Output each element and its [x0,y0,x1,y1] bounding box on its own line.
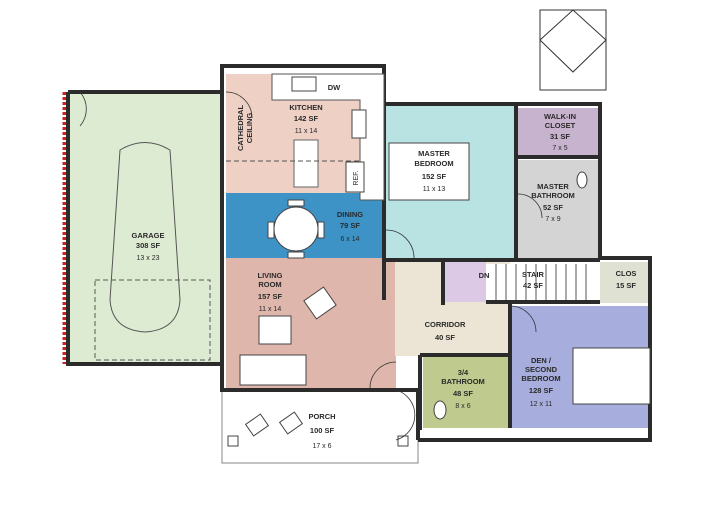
bathroom-34-label: 3/4 BATHROOM 48 SF 8 x 6 [441,368,485,410]
master-bed [388,142,470,201]
kitchen-stove [351,109,367,139]
rooms-master-bathroom-name2-text: BATHROOM [531,191,575,200]
rooms-stair-dn-text: DN [479,271,490,280]
rooms-den-name1-text: DEN / [531,356,552,365]
rooms-den-name2-text: SECOND [525,365,558,374]
ceiling-label: CEILING [245,113,254,144]
rooms-living-area-text: 157 SF [258,292,283,301]
refrigerator [345,161,365,193]
rooms-garage-area-text: 308 SF [136,241,161,250]
rooms-kitchen-name-text: KITCHEN [289,103,322,112]
dining-table [273,206,319,252]
kitchen-label: KITCHEN 142 SF 11 x 14 [289,103,322,135]
living-label: LIVING ROOM 157 SF 11 x 14 [257,271,282,313]
rooms-kitchen-dims-text: 11 x 14 [295,128,318,135]
room-stair[interactable] [486,264,598,300]
rooms-master-bathroom-dims-text: 7 x 9 [545,216,560,223]
rooms-corridor-name-text: CORRIDOR [425,320,466,329]
rooms-master-bedroom-name1-text: MASTER [418,149,450,158]
rooms-stair-name-text: STAIR [522,270,545,279]
stair-label: DN STAIR 42 SF [479,270,545,290]
rooms-walkin-closet-name1-text: WALK-IN [544,112,576,121]
rooms-walkin-closet-name2-text: CLOSET [545,121,576,130]
toilet [576,171,588,189]
porch-label: PORCH 100 SF 17 x 6 [308,412,335,450]
rooms-clos-area-text: 15 SF [616,281,636,290]
armchair [303,286,337,320]
stair-down-area[interactable] [443,262,486,302]
toilet [433,400,447,420]
rooms-kitchen-area-text: 142 SF [294,114,319,123]
stair-treads [495,264,587,300]
exterior-structure [539,9,607,91]
doors [79,91,543,441]
walkin-closet-label: WALK-IN CLOSET 31 SF 7 x 5 [544,112,576,152]
rooms-den-area-text: 128 SF [529,386,554,395]
rooms-porch-name-text: PORCH [308,412,335,421]
rooms-bathroom-34-name1-text: 3/4 [458,368,469,377]
master-bathroom-label: MASTER BATHROOM 52 SF 7 x 9 [531,182,575,223]
rooms-corridor-area-text: 40 SF [435,333,455,342]
rooms-walkin-closet-area-text: 31 SF [550,132,570,141]
rooms-master-bedroom-name2-text: BEDROOM [414,159,453,168]
refrigerator-label: REF. [353,170,360,185]
rooms-garage-name-text: GARAGE [132,231,165,240]
den-bed [572,347,651,405]
cathedral-label: CATHEDRAL [236,105,245,152]
rooms-bathroom-34-dims-text: 8 x 6 [455,403,470,410]
room-garage[interactable] [68,92,222,364]
sofa [239,354,307,386]
rooms-living-dims-text: 11 x 14 [259,306,282,313]
rooms-dining-name-text: DINING [337,210,363,219]
rooms-porch-dims-text: 17 x 6 [312,443,331,450]
rooms-bathroom-34-name2-text: BATHROOM [441,377,485,386]
rooms-stair-area-text: 42 SF [523,281,543,290]
rooms-master-bedroom-area-text: 152 SF [422,172,447,181]
rooms-living-name1-text: LIVING [257,271,282,280]
clos-label: CLOS 15 SF [616,269,637,290]
rooms-clos-name-text: CLOS [616,269,637,278]
room-walkin-closet[interactable] [518,108,600,156]
room-clos[interactable] [600,262,650,303]
dining-label: DINING 79 SF 6 x 14 [337,210,363,243]
rooms-master-bedroom-dims-text: 11 x 13 [423,186,446,193]
rooms-porch-area-text: 100 SF [310,426,335,435]
car-outline [109,142,181,333]
ottoman [258,315,292,345]
rooms-living-name2-text: ROOM [258,280,281,289]
rooms-walkin-closet-dims-text: 7 x 5 [552,145,567,152]
rooms-garage-dims-text: 13 x 23 [137,255,160,262]
rooms-dining-area-text: 79 SF [340,221,360,230]
rooms-bathroom-34-area-text: 48 SF [453,389,473,398]
corridor-label: CORRIDOR 40 SF [425,320,466,342]
rooms-master-bathroom-area-text: 52 SF [543,203,563,212]
rooms-den-dims-text: 12 x 11 [530,401,553,408]
master-bedroom-label: MASTER BEDROOM 152 SF 11 x 13 [414,149,453,193]
kitchen-island [293,139,319,188]
dishwasher-label: DW [328,83,341,92]
kitchen-sink [291,76,317,92]
rooms-dining-dims-text: 6 x 14 [340,236,359,243]
rooms-master-bathroom-name1-text: MASTER [537,182,569,191]
den-label: DEN / SECOND BEDROOM 128 SF 12 x 11 [521,356,560,408]
rooms-den-name3-text: BEDROOM [521,374,560,383]
garage-label: GARAGE 308 SF 13 x 23 [132,231,165,262]
